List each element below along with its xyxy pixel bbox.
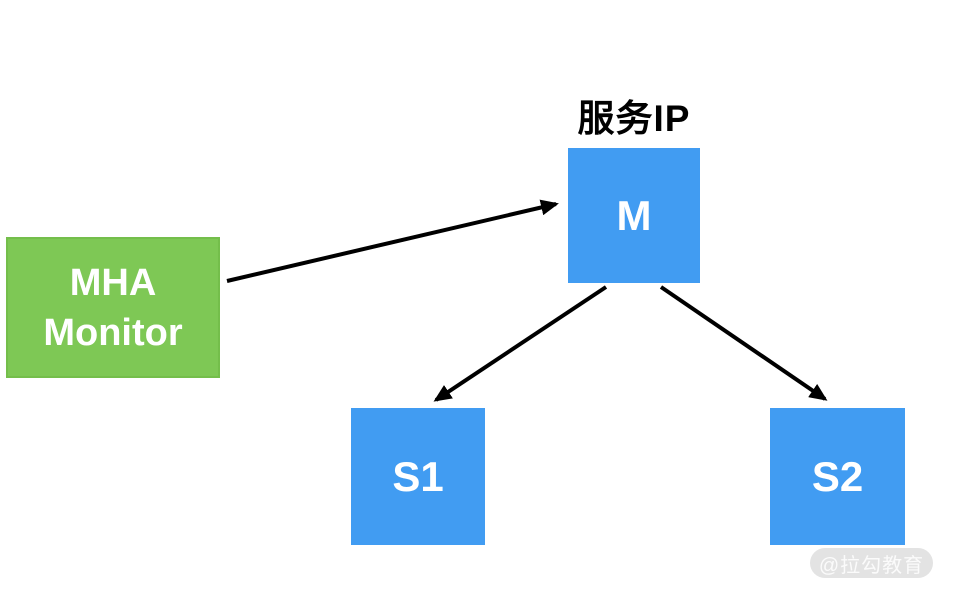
node-master: M [568,148,700,283]
edge-monitor-to-master-arrow [226,199,559,283]
node-slave2: S2 [770,408,905,545]
service-ip-label: 服务IP [577,98,691,139]
node-mha-monitor: MHA Monitor [6,237,220,378]
edge-master-to-slave2-arrow [659,285,828,401]
watermark-badge: @拉勾教育 [810,548,933,578]
edge-master-to-slave1-arrow [433,285,608,402]
node-slave1: S1 [351,408,485,545]
